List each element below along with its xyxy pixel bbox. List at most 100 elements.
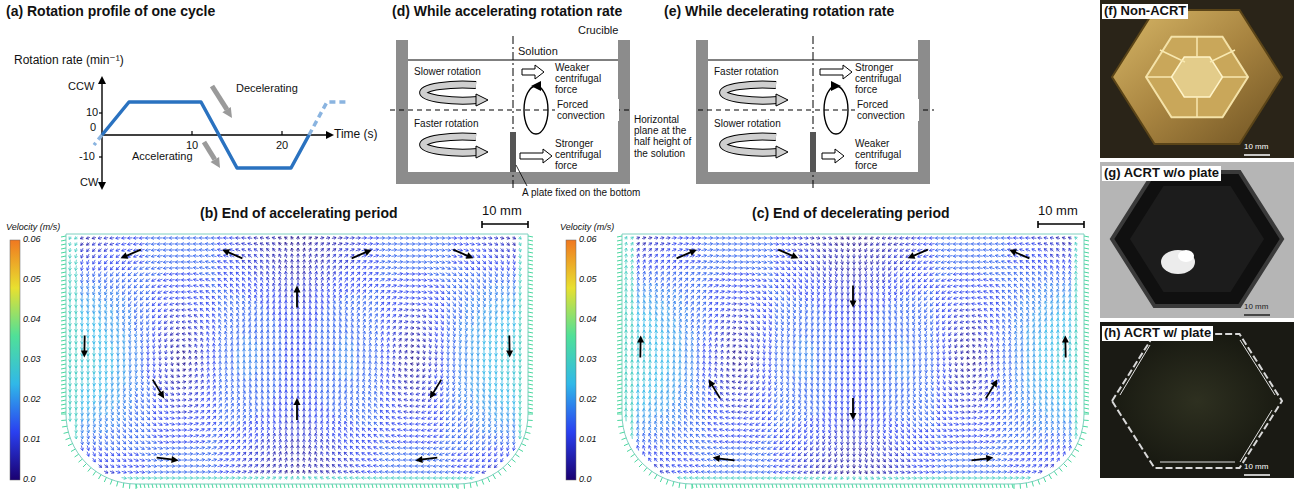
rotation-arrow [723,137,778,153]
colour-bar-value: 0.04 [579,314,597,324]
flow-arrow [1014,252,1030,259]
tick [281,131,282,135]
flow-arrowhead [415,456,422,463]
part-label: Crucible [578,24,618,36]
velocity-vectors [80,236,515,473]
panel-title: (c) End of decelerating period [752,206,950,222]
tick [99,112,102,113]
flow-arrow [296,291,298,308]
tick [99,156,102,157]
flow-arrow [153,380,162,395]
velocity-vectors [80,307,515,410]
flow-arrowhead [709,380,716,388]
force-label: Stronger centrifugal force [855,62,915,96]
rotation-label: Faster rotation [414,118,478,129]
convection-arrowhead [531,81,541,91]
crucible-wall [696,40,708,184]
flow-arrowhead [466,252,474,258]
panel-title: (e) While decelerating rotation rate [664,4,894,20]
colour-bar-value: 0.06 [579,234,597,244]
bottom-plate [510,132,516,172]
velocity-vectors [637,237,1072,474]
flow-arrow [84,336,86,353]
flow-arrowhead [689,249,697,256]
colour-bar-value: 0.02 [579,394,597,404]
flow-arrow [852,286,854,303]
convection-loop [524,86,548,134]
flow-arrowhead [1062,336,1069,343]
velocity-vectors [69,236,522,479]
flow-arrow [433,380,442,395]
phase-arrow [212,86,227,110]
flow-arrowhead [986,455,993,462]
flow-arrowhead [81,350,88,357]
tick-label: 10 [186,139,198,151]
panel-title: (a) Rotation profile of one cycle [6,4,215,20]
axis-arrowhead [326,131,334,139]
colour-bar-title: Velocity (m/s) [6,222,60,232]
axis-title: Time (s) [334,128,378,141]
rotation-curve-dashed [94,135,102,145]
flow-arrow [971,458,988,460]
rotation-label: Faster rotation [714,66,778,77]
flow-arrowhead [121,252,129,258]
crucible-wall [918,40,930,184]
tick-label: 0 [90,121,96,133]
scale-label: 10 mm [1244,143,1268,152]
velocity-field [61,234,533,489]
colour-bar-value: 0.01 [579,434,597,444]
crucible-schematic [696,36,934,190]
flow-arrowhead [1009,249,1017,256]
colour-bar-value: 0.0 [579,474,592,484]
phase-arrowhead [211,157,221,168]
x-axis [102,134,328,135]
scale-label: 10 mm [1244,463,1268,472]
velocity-vectors [636,236,1071,473]
colour-bar-value: 0.02 [23,394,41,404]
phase-arrow [204,142,215,160]
flow-arrow [639,341,641,358]
colour-bar-value: 0.0 [23,474,36,484]
force-arrow [520,149,552,163]
convection-label: Forced convection [555,99,619,121]
wall-vectors [61,236,533,489]
phase-label: Accelerating [132,150,193,162]
rotation-curve [102,102,309,168]
rotation-arrow [423,85,478,101]
flow-arrowhead [791,252,799,258]
flow-arrow [296,403,298,420]
velocity-vectors [81,330,516,392]
velocity-vectors [80,283,515,439]
rotation-arrowhead [776,94,788,106]
flow-arrow [227,252,243,259]
scale-label: 10 mm [482,204,522,219]
force-arrow [820,65,852,79]
flow-arrow [986,384,995,399]
rotation-label: Slower rotation [714,118,781,129]
flow-arrowhead [171,456,178,463]
velocity-vectors [637,330,1072,392]
flow-arrow [912,250,928,257]
axis-label: CCW [68,80,94,92]
rotation-arrow [423,137,478,153]
colour-bar-value: 0.03 [579,354,597,364]
axis-arrowhead [98,76,106,84]
rotation-arrow [723,137,778,153]
photo-title: (f) Non-ACRT [1102,4,1188,19]
rotation-arrowhead [776,146,788,158]
flow-arrow [677,252,693,259]
force-label: Weaker centrifugal force [555,62,615,96]
flow-arrow [157,458,174,460]
flow-arrowhead [294,398,301,405]
flow-arrow [778,250,794,257]
panel-title: (b) End of accelerating period [200,206,398,222]
scale-label: 10 mm [1244,303,1268,312]
flow-arrowhead [294,286,301,293]
phase-label: Decelerating [236,82,298,94]
velocity-vectors [636,307,1071,410]
photo-title: (h) ACRT w/ plate [1102,326,1213,341]
convection-loop [824,86,848,134]
flow-arrowhead [637,336,644,343]
